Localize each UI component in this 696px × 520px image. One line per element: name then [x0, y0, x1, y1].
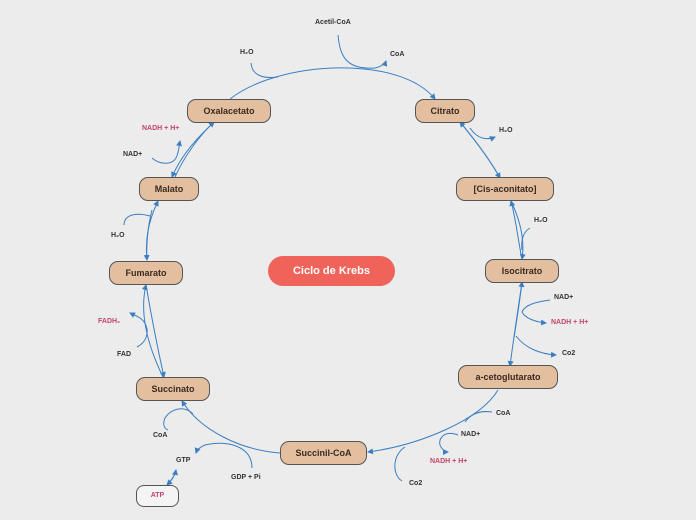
- arrow-gtp-atp: [166, 469, 177, 486]
- node-succinil-coa[interactable]: Succinil-CoA: [280, 441, 367, 465]
- node-a-cetoglutarato-label: a-cetoglutarato: [475, 372, 541, 382]
- arrow-malato-fumarato: [143, 209, 153, 261]
- node-isocitrato[interactable]: Isocitrato: [485, 259, 559, 283]
- arrow-iso-cis: [509, 200, 523, 260]
- arrow-oxalacetato-citrato: [229, 67, 436, 100]
- label-coa-aceto: CoA: [496, 410, 511, 417]
- arrow-co2-iso-out: [515, 335, 557, 358]
- label-h2o-top: H₂O: [240, 49, 254, 56]
- node-malato[interactable]: Malato: [139, 177, 199, 201]
- label-h2o-cis: H₂O: [534, 217, 548, 224]
- node-succinato-label: Succinato: [151, 384, 195, 394]
- arrow-succinil-succinato: [181, 400, 281, 454]
- center-title: Ciclo de Krebs: [268, 256, 395, 286]
- label-gtp: GTP: [176, 457, 191, 464]
- arrow-iso-aceto: [507, 281, 523, 367]
- node-cis-aconitato-label: [Cis-aconitato]: [473, 184, 537, 194]
- node-atp-label: ATP: [150, 492, 165, 499]
- arrow-cis-citrato: [459, 121, 501, 179]
- label-nadh-mal: NADH + H+: [142, 125, 180, 132]
- center-title-label: Ciclo de Krebs: [292, 265, 371, 277]
- arrow-nad-aceto: [439, 432, 459, 455]
- arrow-gdp-in: [194, 442, 253, 469]
- arrow-atp-gtp: [166, 469, 178, 486]
- arrow-acetil-coa-in: [337, 34, 388, 69]
- arrow-citrato-cis: [459, 121, 501, 179]
- node-atp[interactable]: ATP: [136, 485, 179, 507]
- label-fadh2: FADH₂: [98, 318, 121, 325]
- label-h2o-citrato: H₂O: [499, 127, 513, 134]
- label-gdp-pi: GDP + Pi: [231, 474, 261, 481]
- arrow-aceto-succinil: [367, 389, 499, 455]
- label-nadh-iso: NADH + H+: [551, 319, 589, 326]
- node-malato-label: Malato: [154, 184, 184, 194]
- arrow-fumarato-succinato: [145, 284, 166, 378]
- label-coa-top: CoA: [390, 51, 405, 58]
- arrow-h2o-top-in: [250, 62, 279, 78]
- node-succinato[interactable]: Succinato: [136, 377, 210, 401]
- arrow-h2o-cis-in: [521, 227, 531, 251]
- label-co2-iso: Co2: [562, 350, 576, 357]
- node-succinil-coa-label: Succinil-CoA: [295, 448, 352, 458]
- arrow-aceto-iso: [513, 281, 525, 339]
- node-citrato-label: Citrato: [430, 106, 460, 116]
- arrow-malato-oxalacetato: [174, 121, 215, 178]
- arrow-cis-iso: [510, 200, 526, 260]
- node-fumarato-label: Fumarato: [125, 268, 167, 278]
- node-cis-aconitato[interactable]: [Cis-aconitato]: [456, 177, 554, 201]
- arrow-h2o-citrato-out: [469, 127, 496, 142]
- arrow-coa-aceto-in: [464, 411, 493, 423]
- label-nad-iso: NAD+: [554, 294, 574, 301]
- label-acetil-coa: Acetil-CoA: [315, 19, 351, 26]
- arrow-co2-aceto-out: [394, 446, 406, 482]
- node-fumarato[interactable]: Fumarato: [109, 261, 183, 285]
- arrow-coa-succ: [163, 408, 194, 431]
- label-nad-aceto: NAD+: [461, 431, 481, 438]
- label-co2-aceto: Co2: [409, 480, 423, 487]
- label-h2o-fum: H₂O: [111, 232, 125, 239]
- arrow-nad-iso-in: [521, 299, 551, 326]
- arrow-fad-fadh2: [129, 312, 148, 348]
- arrow-fumarato-malato: [145, 200, 159, 261]
- label-fad: FAD: [117, 351, 131, 358]
- node-citrato[interactable]: Citrato: [415, 99, 475, 123]
- arrow-h2o-fum-in: [123, 213, 151, 226]
- label-nad-mal: NAD+: [123, 151, 143, 158]
- node-a-cetoglutarato[interactable]: a-cetoglutarato: [458, 365, 558, 389]
- label-nadh-aceto: NADH + H+: [430, 458, 468, 465]
- arrow-nad-mal: [151, 140, 182, 164]
- label-coa-succ: CoA: [153, 432, 168, 439]
- node-oxalacetato-label: Oxalacetato: [203, 106, 255, 116]
- arrow-succinato-fumarato: [141, 284, 164, 378]
- arrow-oxalacetato-malato: [171, 125, 211, 178]
- node-oxalacetato[interactable]: Oxalacetato: [187, 99, 271, 123]
- node-isocitrato-label: Isocitrato: [501, 266, 543, 276]
